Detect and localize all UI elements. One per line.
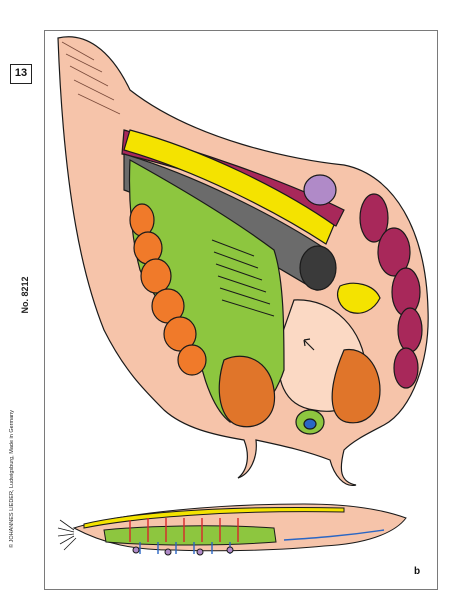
- side-nerve-cord: [83, 507, 345, 529]
- myotomes: [359, 193, 423, 389]
- side-view: [57, 503, 407, 556]
- copyright-notice: © JOHANNES LIEDER, Ludwigsburg, Made in …: [9, 410, 15, 548]
- catalog-number: No. 8212: [20, 276, 30, 314]
- side-gill-vessels: [129, 518, 239, 542]
- cross-section: [57, 36, 429, 486]
- endostyle-core: [303, 418, 317, 430]
- nerve-cord: [123, 129, 335, 245]
- gonads: [129, 203, 207, 376]
- side-gonad-dots: [132, 546, 234, 556]
- side-pharynx: [103, 525, 277, 546]
- water-flow-arrow: [303, 338, 315, 351]
- atrial-organ: [337, 282, 381, 314]
- fin-rays: [61, 41, 121, 115]
- fin-box: [303, 174, 337, 206]
- plate-number: 13: [10, 64, 32, 84]
- side-oral-cirri: [57, 519, 77, 551]
- liver-left: [218, 355, 276, 428]
- gill-bars: [211, 239, 275, 317]
- notochord-end: [299, 245, 337, 291]
- view-label: b: [414, 566, 421, 577]
- side-blue-vessels: [139, 529, 385, 554]
- liver-right: [331, 348, 381, 424]
- amphioxus-diagram: [57, 36, 429, 556]
